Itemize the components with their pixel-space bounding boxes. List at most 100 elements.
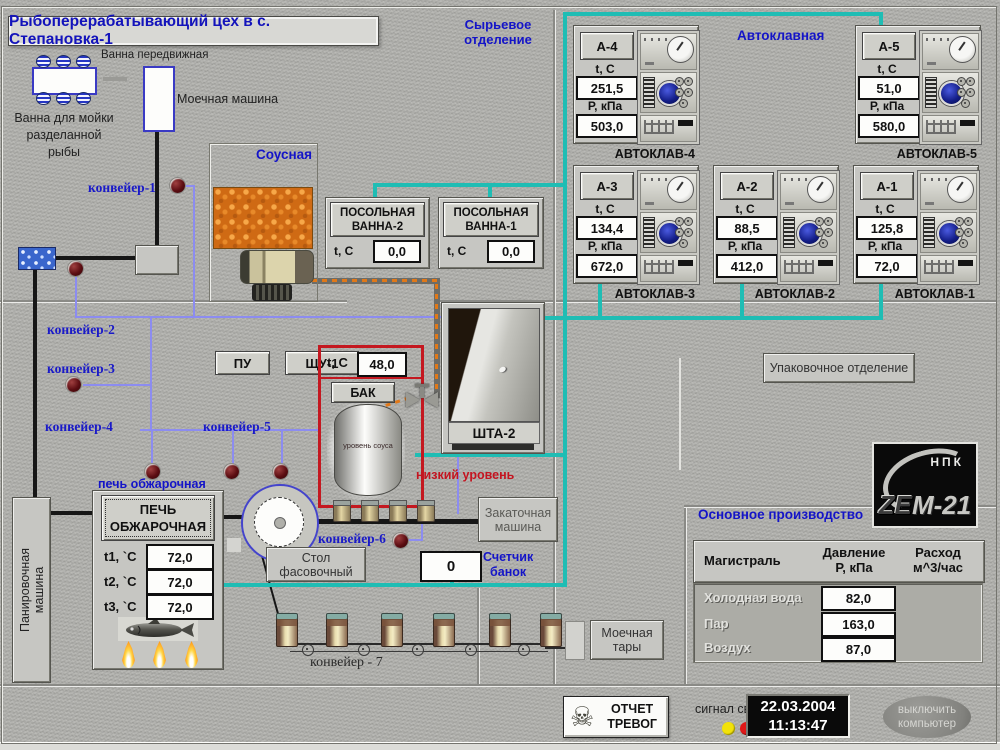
conveyor-line xyxy=(218,515,243,519)
temp-label: t, C xyxy=(595,62,615,76)
wash-machine-label: Моечная машина xyxy=(177,92,279,106)
cutting-bath-label: Ванна для мойки разделанной рыбы xyxy=(8,110,120,161)
pu-button[interactable]: ПУ xyxy=(215,351,270,375)
jar xyxy=(276,613,298,647)
signal-line xyxy=(75,316,459,318)
salting-bath-2-button[interactable]: ПОСОЛЬНАЯ ВАННА-2 xyxy=(330,202,425,237)
salting-bath-1-temp: 0,0 xyxy=(487,240,535,263)
conveyor-wheel xyxy=(358,644,370,656)
oven-button[interactable]: ПЕЧЬ ОБЖАРОЧНАЯ xyxy=(101,495,215,541)
oven-t3-value: 72,0 xyxy=(146,594,214,620)
breading-machine: Панировочная машина xyxy=(12,497,51,683)
salting-bath-2-panel: ПОСОЛЬНАЯ ВАННА-2 t, C 0,0 xyxy=(325,197,430,269)
conveyor-5-indicator[interactable] xyxy=(224,464,239,479)
conveyor-wheel xyxy=(302,644,314,656)
tank-button[interactable]: БАК xyxy=(331,382,395,403)
col-flow-2: м^3/час xyxy=(912,560,964,575)
oven-button-line2: ОБЖАРОЧНАЯ xyxy=(109,519,207,534)
conveyor-1-indicator[interactable] xyxy=(170,178,185,193)
autoclave-2-temp: 88,5 xyxy=(716,216,778,240)
date-value: 22.03.2004 xyxy=(760,698,836,715)
can-counter-label-1: Счетчик xyxy=(483,550,534,564)
conveyor-7-label: конвейер - 7 xyxy=(310,655,383,670)
jar xyxy=(433,613,455,647)
shutdown-label-2: компьютер xyxy=(898,718,956,730)
signal-lamp-yellow xyxy=(722,722,735,735)
oven-t1-value: 72,0 xyxy=(146,544,214,570)
worker-seat xyxy=(36,55,51,68)
pipe-teal xyxy=(542,316,883,320)
autoclave-3-button[interactable]: А-3 xyxy=(580,172,634,200)
conveyor-5-indicator-2[interactable] xyxy=(273,464,288,479)
jar xyxy=(489,613,511,647)
oven-t3-label: t3, `C xyxy=(104,599,137,614)
pipe-teal xyxy=(563,12,567,587)
autoclave-3-pressure: 672,0 xyxy=(576,254,638,278)
wall xyxy=(684,505,686,685)
section-label-raw-line2: отделение xyxy=(464,32,532,47)
conveyor-6-indicator[interactable] xyxy=(393,533,408,548)
autoclave-5-temp: 51,0 xyxy=(858,76,920,100)
alarm-report-label-1: ОТЧЕТ xyxy=(611,702,654,716)
conveyor-line xyxy=(37,511,95,515)
temp-label: t, C xyxy=(447,244,467,258)
salting-bath-1-button[interactable]: ПОСОЛЬНАЯ ВАННА-1 xyxy=(443,202,539,237)
autoclave-2-button[interactable]: А-2 xyxy=(720,172,774,200)
shta-2-cabinet: ШТА-2 xyxy=(441,302,545,454)
shutdown-label-1: выключить xyxy=(897,704,957,716)
seamer-label-1: Закаточная xyxy=(484,505,552,520)
autoclave-3-temp: 134,4 xyxy=(576,216,638,240)
conveyor-3-indicator[interactable] xyxy=(66,377,81,392)
conveyor-5-label: конвейер-5 xyxy=(203,419,271,434)
signal-line xyxy=(151,430,153,465)
sauce-vat xyxy=(213,187,313,249)
sauce-flow-dashes xyxy=(435,284,438,398)
tank-level-text: уровень соуса xyxy=(343,441,393,450)
can-counter-value: 0 xyxy=(420,551,482,582)
cutting-bath xyxy=(32,67,97,95)
oven-button-line1: ПЕЧЬ xyxy=(139,502,177,517)
control-panel-image xyxy=(919,30,982,145)
temp-label: t, C xyxy=(735,202,755,216)
control-panel-image xyxy=(777,170,840,285)
shutdown-button[interactable]: выключить компьютер xyxy=(883,696,971,738)
wall xyxy=(684,505,997,507)
col-flow-1: Расход xyxy=(915,545,961,560)
worker-seat xyxy=(56,92,71,105)
row-pressure: 82,0 xyxy=(821,586,896,611)
section-label-autoclave: Автоклавная xyxy=(737,28,825,43)
conveyor-4-indicator[interactable] xyxy=(145,464,160,479)
temp-label: t, C xyxy=(877,62,897,76)
autoclave-5-button[interactable]: А-5 xyxy=(862,32,916,60)
packing-table-label-1: Стол xyxy=(301,550,331,565)
carousel-part xyxy=(227,538,241,552)
pipe-teal xyxy=(218,583,565,587)
time-value: 11:13:47 xyxy=(768,717,828,734)
temp-label: t, C xyxy=(327,355,348,370)
pipe-teal xyxy=(879,275,883,320)
seamer-box: Закаточная машина xyxy=(478,497,558,542)
fish-image xyxy=(118,617,198,641)
shta-2-label[interactable]: ШТА-2 xyxy=(448,422,540,444)
signal-line xyxy=(140,429,320,431)
temp-label: t, C xyxy=(334,244,354,258)
conveyor-line xyxy=(52,256,135,260)
conveyor-2-indicator[interactable] xyxy=(68,261,83,276)
zem-21-logo: НПК ZEM-21 xyxy=(872,442,978,528)
pressure-label: Р, кПа xyxy=(587,239,623,253)
autoclave-1-temp: 125,8 xyxy=(856,216,918,240)
packing-table-label-2: фасовочный xyxy=(279,564,353,579)
tank-alarm-frame: t, C 48,0 БАК уровень соуса xyxy=(318,345,424,508)
mains-table-header: Магистраль Давление Р, кПа Расход м^3/ча… xyxy=(693,540,985,583)
alarm-report-button[interactable]: ☠ ОТЧЕТ ТРЕВОГ xyxy=(563,696,669,738)
autoclave-4-button[interactable]: А-4 xyxy=(580,32,634,60)
bottom-strip xyxy=(0,742,1000,750)
pipe-teal xyxy=(488,183,492,201)
oven-panel: ПЕЧЬ ОБЖАРОЧНАЯ t1, `C 72,0 t2, `C 72,0 … xyxy=(92,490,224,670)
conveyor-wheel xyxy=(518,644,530,656)
autoclave-1-button[interactable]: А-1 xyxy=(860,172,914,200)
control-panel-image xyxy=(637,170,700,285)
salting-bath-2-name2: ВАННА-2 xyxy=(351,220,404,233)
main-production-label: Основное производство xyxy=(698,507,864,522)
